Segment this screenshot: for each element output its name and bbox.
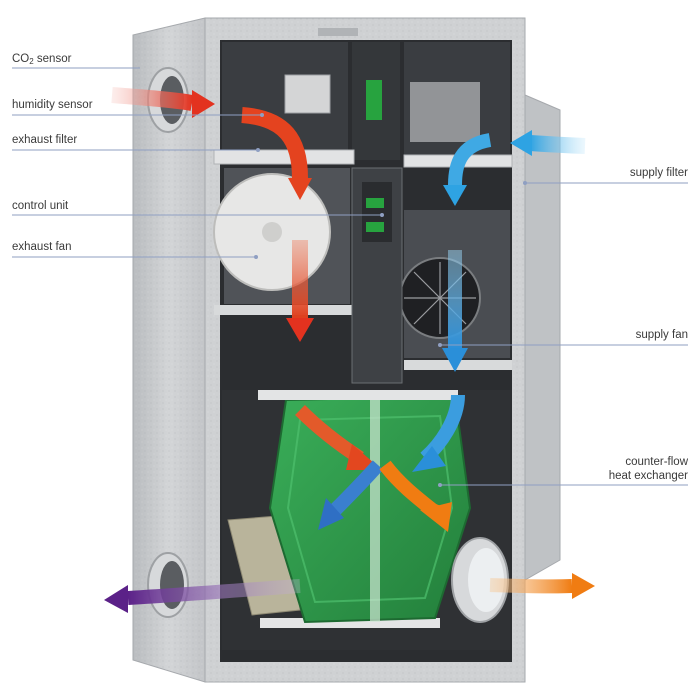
heat-exchanger-line2: heat exchanger [608,470,688,482]
label-exhaust-fan: exhaust fan [12,241,72,253]
label-humidity-sensor: humidity sensor [12,99,93,111]
label-co2-sensor: CO2 sensor [12,52,71,66]
heat-exchanger-line1: counter-flow [625,456,688,468]
label-heat-exchanger: counter-flow heat exchanger [609,455,688,483]
co2-subscript: 2 [29,57,34,66]
label-control-unit: control unit [12,200,69,212]
co2-suffix: sensor [33,53,72,65]
label-supply-filter: supply filter [629,167,688,179]
label-supply-fan: supply fan [635,329,688,341]
label-exhaust-filter: exhaust filter [12,134,78,146]
co2-prefix: CO [12,53,30,65]
